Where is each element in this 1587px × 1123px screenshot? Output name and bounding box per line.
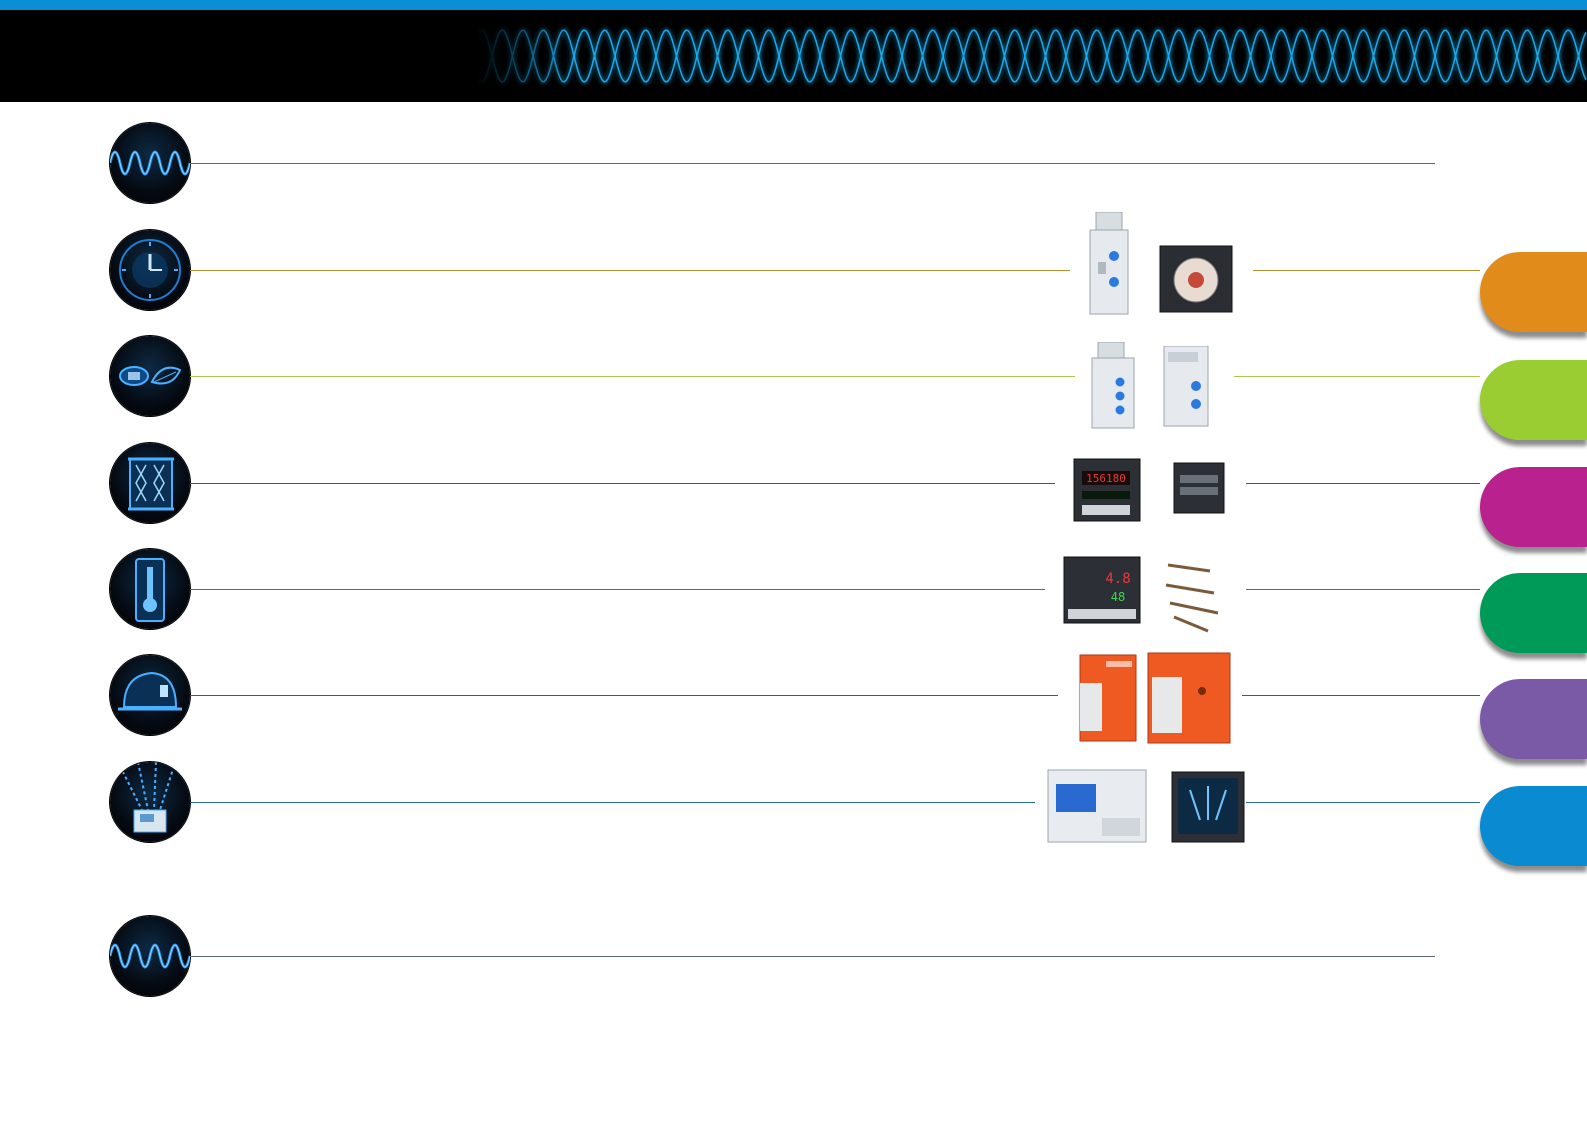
category-tab-green[interactable] — [1480, 573, 1587, 653]
section-divider-line-right — [1253, 270, 1480, 271]
section-divider-line — [190, 163, 1435, 164]
section-divider-line — [190, 376, 1075, 377]
temperature-controller-image: 4.8 48 — [1063, 556, 1141, 624]
section-divider-line-right — [1246, 802, 1480, 803]
sine-wave-banner-graphic — [0, 10, 1587, 102]
section-divider-line-right — [1246, 483, 1480, 484]
section-row-counters[interactable]: 156180 — [0, 443, 1587, 547]
category-tab-blue[interactable] — [1480, 786, 1587, 866]
category-tab-purple[interactable] — [1480, 679, 1587, 759]
eye-leaf-icon — [110, 336, 190, 416]
section-row-monitoring[interactable] — [0, 336, 1587, 440]
sine-wave-icon — [110, 916, 190, 996]
din-rail-timer-relay-image — [1089, 212, 1129, 315]
panel-counter-image — [1173, 462, 1225, 514]
safety-relay-small-image — [1079, 654, 1137, 742]
section-row-temperature[interactable]: 4.8 48 — [0, 549, 1587, 653]
thermometer-icon — [110, 549, 190, 629]
svg-text:4.8: 4.8 — [1105, 571, 1130, 587]
svg-text:48: 48 — [1111, 590, 1125, 604]
section-divider-line — [190, 695, 1058, 696]
hourglass-icon — [110, 443, 190, 523]
section-divider-line — [190, 270, 1070, 271]
temperature-probes-image — [1165, 563, 1219, 633]
section-divider-line — [190, 802, 1035, 803]
header-banner — [0, 10, 1587, 102]
top-accent-stripe — [0, 0, 1587, 10]
section-row-safety[interactable] — [0, 652, 1587, 759]
section-row-timers[interactable] — [0, 212, 1587, 332]
category-tab-magenta[interactable] — [1480, 467, 1587, 547]
category-tab-lime[interactable] — [1480, 360, 1587, 440]
section-divider-line-right — [1242, 695, 1480, 696]
data-stream-icon — [110, 762, 190, 842]
section-divider-line — [190, 483, 1055, 484]
section-row-intro — [0, 123, 1587, 209]
section-row-outro — [0, 916, 1587, 1002]
section-divider-line-right — [1246, 589, 1480, 590]
category-tab-orange[interactable] — [1480, 252, 1587, 332]
svg-text:156180: 156180 — [1086, 472, 1126, 485]
safety-relay-large-image — [1147, 652, 1231, 744]
section-row-automation[interactable] — [0, 762, 1587, 866]
section-divider-line — [190, 589, 1045, 590]
plc-controller-image — [1047, 769, 1147, 843]
section-divider-line-right — [1234, 376, 1480, 377]
hard-hat-icon — [110, 655, 190, 735]
clock-icon — [110, 230, 190, 310]
touch-panel-hmi-image — [1171, 771, 1245, 843]
digital-counter-display-image: 156180 — [1073, 458, 1141, 522]
sine-wave-icon — [110, 123, 190, 203]
plug-in-analog-timer-image — [1159, 245, 1233, 313]
section-divider-line — [190, 956, 1435, 957]
din-rail-monitoring-relay-image — [1091, 342, 1135, 429]
din-rail-level-relay-image — [1163, 346, 1209, 427]
